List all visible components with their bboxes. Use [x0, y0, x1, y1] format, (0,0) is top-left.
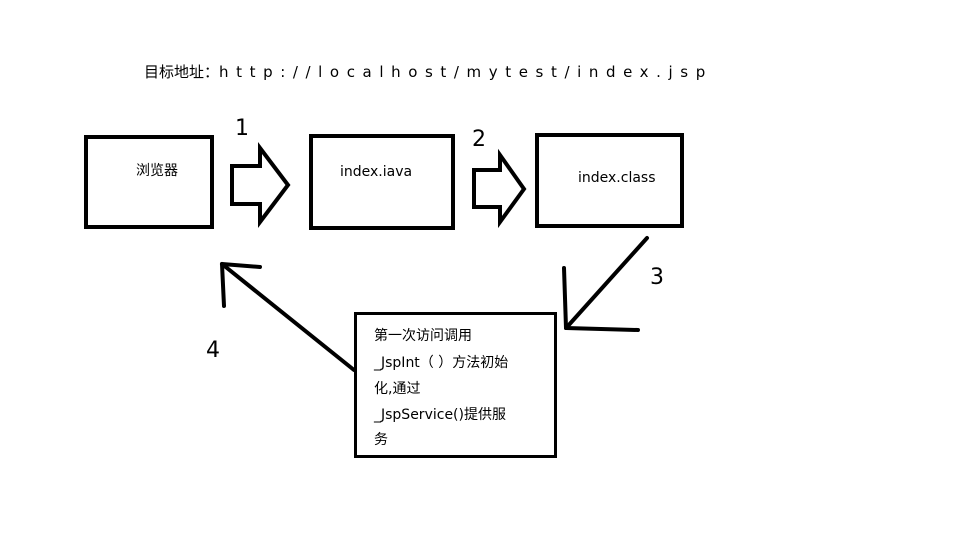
note-line: 化,通过 [374, 381, 421, 397]
browser-label: 浏览器 [136, 163, 178, 179]
note-box: 第一次访问调用 _JspInt（ ）方法初始 化,通过 _JspService(… [354, 312, 557, 458]
block-arrow-1 [230, 142, 291, 228]
step-2: 2 [472, 127, 486, 152]
class-label: index.class [578, 170, 656, 186]
target-url: http://localhost/mytest/index.jsp [219, 63, 713, 81]
note-line: 务 [374, 432, 388, 448]
note-line: _JspInt（ ）方法初始 [374, 355, 509, 371]
java-box [309, 134, 455, 230]
target-label: 目标地址： [144, 63, 220, 81]
arrow-4 [220, 262, 356, 372]
java-label: index.iava [340, 164, 413, 180]
target-address: 目标地址：http://localhost/mytest/index.jsp [144, 61, 713, 82]
arrow-3 [562, 236, 649, 332]
step-1: 1 [235, 116, 249, 141]
browser-box [84, 135, 214, 229]
step-3: 3 [650, 265, 664, 290]
block-arrow-2 [472, 148, 527, 229]
note-line: _JspService()提供服 [374, 407, 506, 423]
step-4: 4 [206, 338, 220, 363]
class-box [535, 133, 684, 228]
note-line: 第一次访问调用 [374, 328, 472, 344]
